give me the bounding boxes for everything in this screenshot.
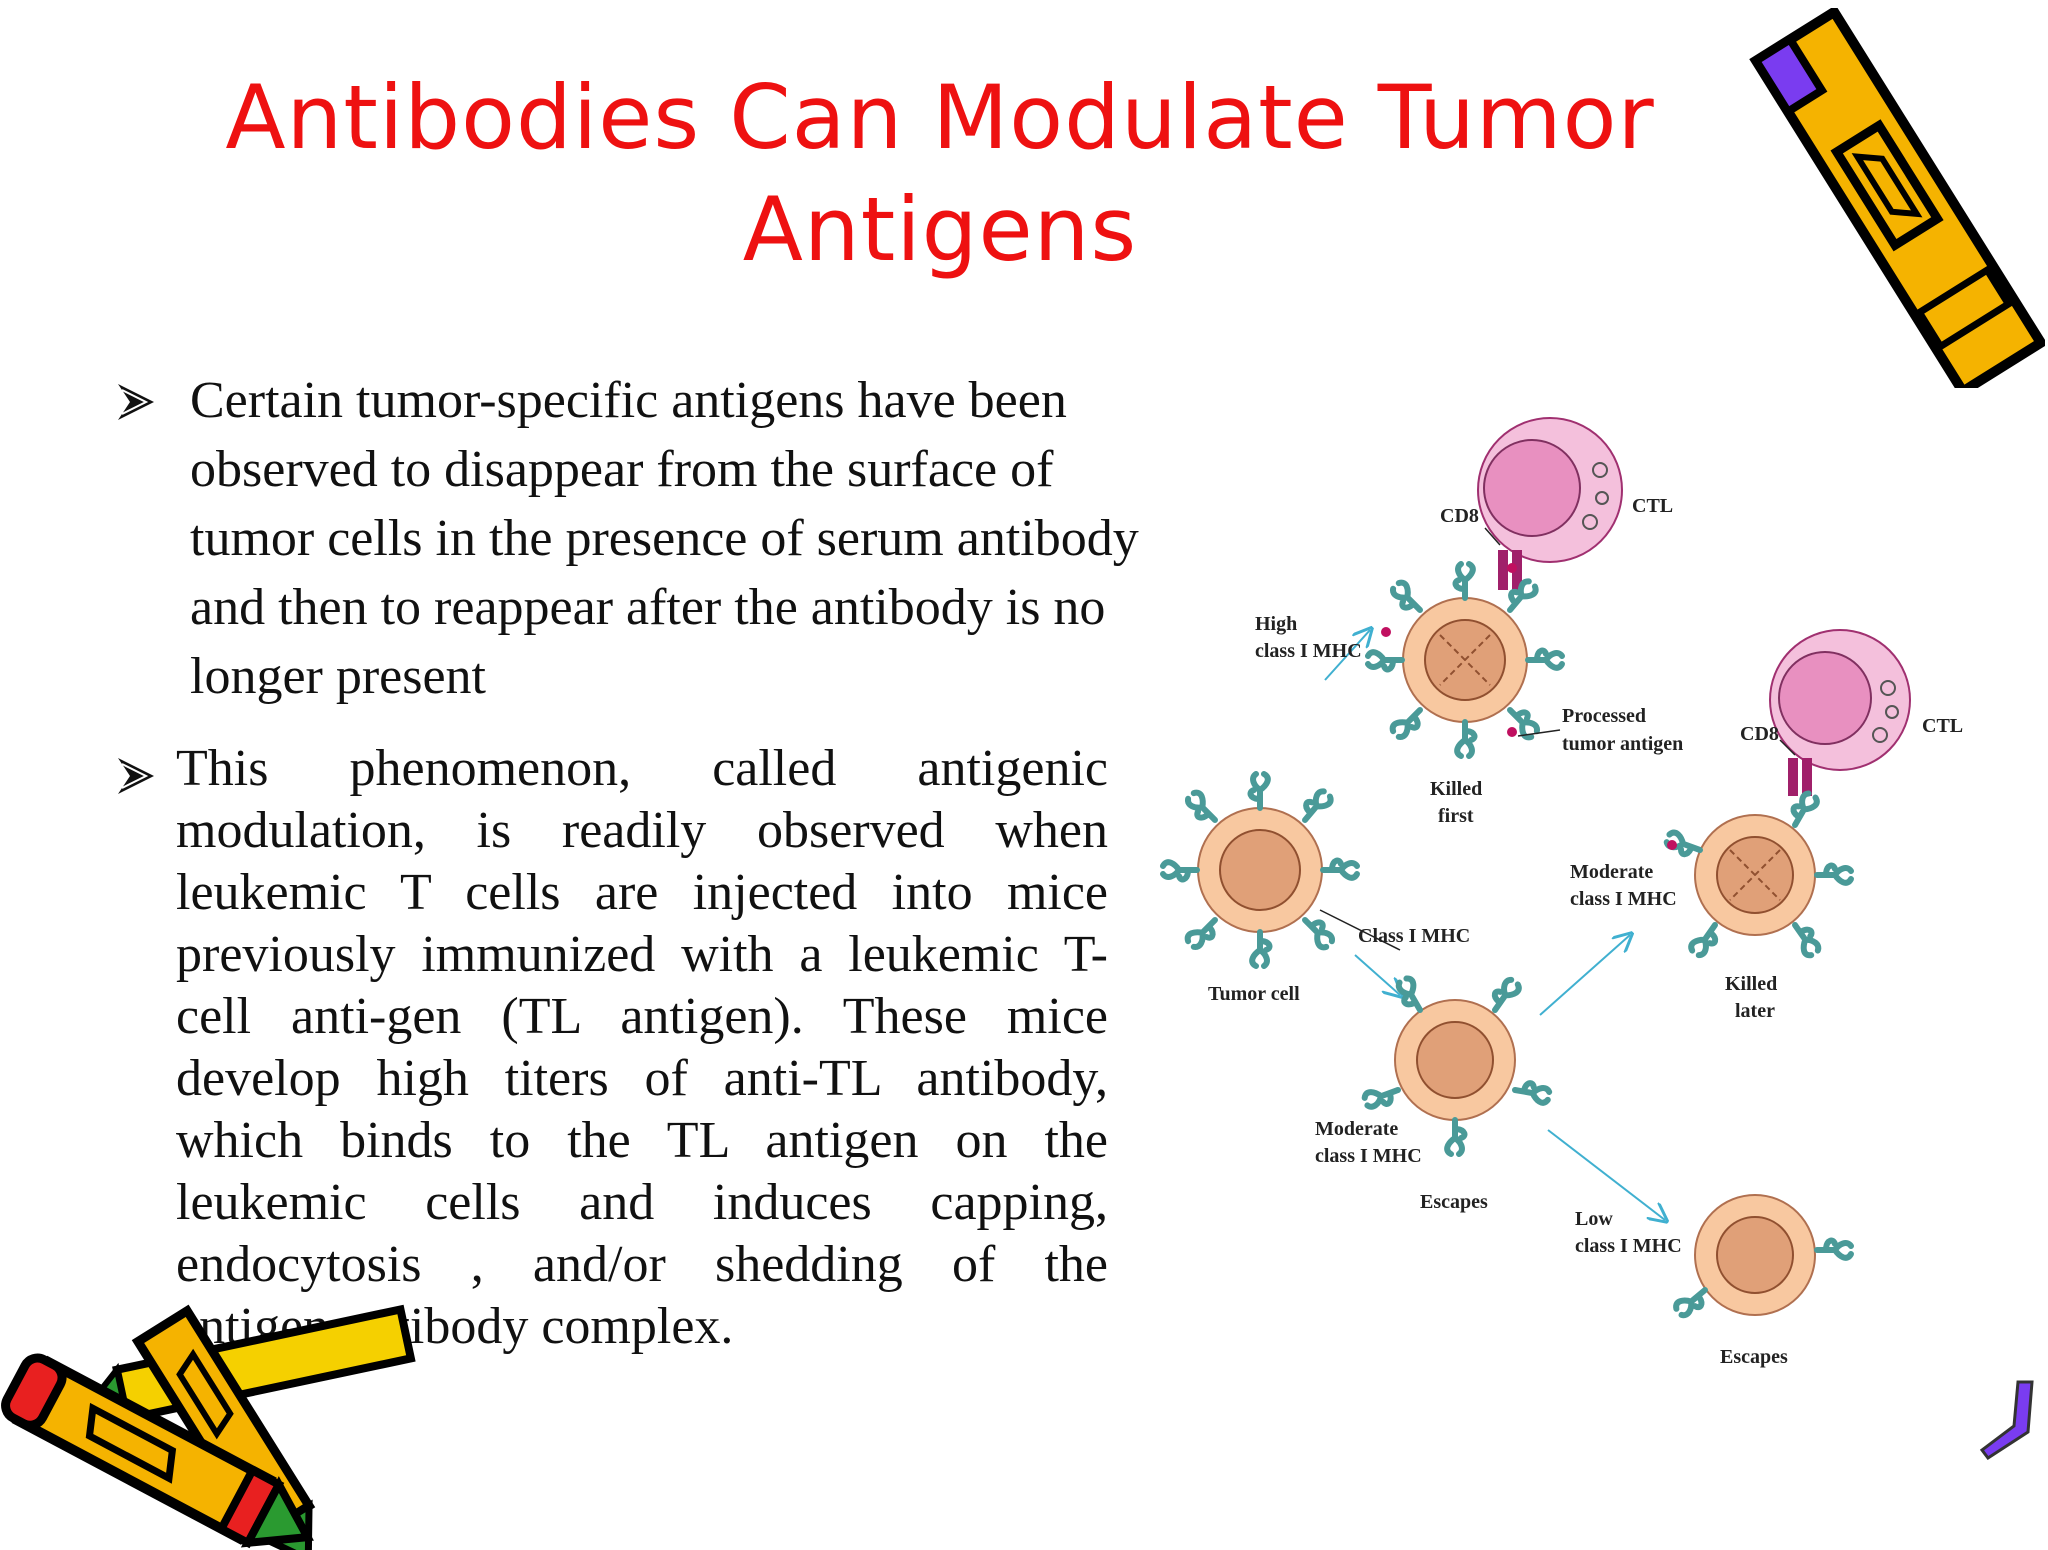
bullet-text-1: Certain tumor-specific antigens have bee… <box>190 372 1139 705</box>
label-moderate-right-2: class I MHC <box>1570 888 1677 910</box>
label-class-mhc: Class I MHC <box>1358 925 1470 947</box>
tumor-cell-moderate-right <box>1665 791 1851 958</box>
slide-title: Antibodies Can Modulate Tumor Antigens <box>225 66 1655 281</box>
pencils-clipart-icon <box>1 1304 416 1550</box>
label-ctl-right: CTL <box>1922 715 1963 737</box>
corner-mark-icon <box>1979 1380 2034 1460</box>
tumor-cell-moderate-middle <box>1363 977 1550 1154</box>
label-processed-1: Processed <box>1562 705 1646 727</box>
label-killed-first-2: first <box>1438 805 1474 827</box>
label-killed-later-1: Killed <box>1725 973 1777 995</box>
label-high-mhc-2: class I MHC <box>1255 640 1362 662</box>
ctl-cell-top <box>1477 417 1623 590</box>
label-tumor-cell: Tumor cell <box>1208 983 1300 1005</box>
label-cd8-top: CD8 <box>1440 505 1479 527</box>
label-cd8-right: CD8 <box>1740 723 1779 745</box>
label-escapes-bottom: Escapes <box>1720 1346 1788 1368</box>
bullet-arrow-icon <box>118 758 154 794</box>
pencil-clipart-icon <box>1749 8 2045 388</box>
label-low-mhc-1: Low <box>1575 1208 1613 1230</box>
label-escapes-mid: Escapes <box>1420 1191 1488 1213</box>
label-moderate-mid-2: class I MHC <box>1315 1145 1422 1167</box>
tumor-cell-initial <box>1163 774 1357 966</box>
tumor-cell-high-mhc <box>1368 563 1562 756</box>
bullet-arrow-icon <box>118 384 154 420</box>
label-high-mhc-1: High <box>1255 613 1297 635</box>
bullet-text-2: This phenomenon, called antigenic modula… <box>176 740 1108 1355</box>
ctl-cell-right <box>1769 629 1911 796</box>
label-moderate-right-1: Moderate <box>1570 861 1653 883</box>
tumor-cell-low-mhc <box>1674 1194 1851 1319</box>
label-ctl-top: CTL <box>1632 495 1673 517</box>
label-killed-first-1: Killed <box>1430 778 1482 800</box>
label-processed-2: tumor antigen <box>1562 733 1683 755</box>
label-moderate-mid-1: Moderate <box>1315 1118 1398 1140</box>
label-low-mhc-2: class I MHC <box>1575 1235 1682 1257</box>
antigen-modulation-diagram: CD8 CTL High class I MHC Processed tumor… <box>1140 417 1963 1368</box>
label-killed-later-2: later <box>1735 1000 1775 1022</box>
